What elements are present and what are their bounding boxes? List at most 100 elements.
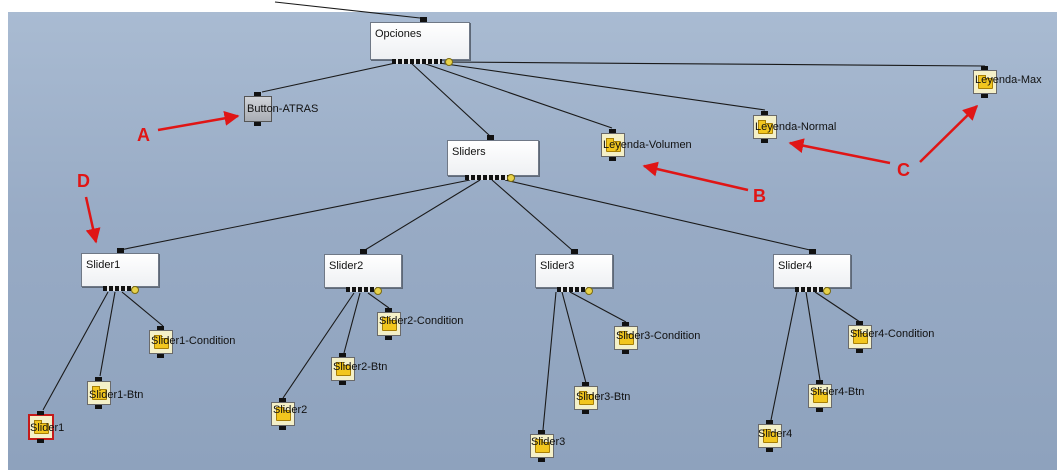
leyenda-volumen-label: Leyenda-Volumen xyxy=(603,139,692,151)
folder-icon xyxy=(92,386,107,400)
folder-icon xyxy=(579,391,594,405)
port-out xyxy=(582,410,589,414)
port-row xyxy=(346,287,376,292)
node-slider2-leaf[interactable] xyxy=(271,398,295,430)
port-row xyxy=(103,286,133,291)
callout-arrow-a xyxy=(157,110,240,132)
folder-icon xyxy=(763,429,778,443)
edge-sliders-slider4 xyxy=(504,179,811,251)
slider2-condition-label: Slider2-Condition xyxy=(379,315,464,327)
folder-icon xyxy=(34,420,49,434)
port-out xyxy=(385,336,392,340)
folder-icon xyxy=(813,389,828,403)
edge-opciones-normal xyxy=(431,61,766,111)
node-label: Slider4 xyxy=(778,260,813,272)
edge-opciones-sliders xyxy=(409,61,491,137)
slider4-btn-label: Slider4-Btn xyxy=(810,386,865,398)
port-out xyxy=(157,354,164,358)
status-dot xyxy=(131,286,139,294)
port-out xyxy=(339,381,346,385)
port-out xyxy=(981,94,988,98)
edge-s3-btn xyxy=(561,291,587,384)
slider2-btn-label: Slider2-Btn xyxy=(333,361,388,373)
port-in xyxy=(609,129,616,133)
leyenda-normal-label: Leyenda-Normal xyxy=(755,121,837,133)
node-label: Sliders xyxy=(452,146,486,158)
port-in xyxy=(816,380,823,384)
edge-s1-cond xyxy=(121,291,164,327)
folder-icon xyxy=(382,317,397,331)
node-slider2-btn[interactable] xyxy=(331,353,355,385)
port-in xyxy=(981,66,988,70)
node-slider1-condition[interactable] xyxy=(149,326,173,358)
node-slider3-condition[interactable] xyxy=(614,322,638,354)
node-leyenda-volumen[interactable] xyxy=(601,129,625,161)
slider1-btn-label: Slider1-Btn xyxy=(89,389,144,401)
callout-arrow-b xyxy=(642,161,749,192)
port-in xyxy=(254,92,261,96)
node-slider4-btn[interactable] xyxy=(808,380,832,412)
node-slider2-condition[interactable] xyxy=(377,308,401,340)
slider2-leaf-label: Slider2 xyxy=(273,404,308,416)
port-in xyxy=(117,248,124,253)
node-slider4-leaf[interactable] xyxy=(758,420,782,452)
folder-icon xyxy=(853,330,868,344)
port-row xyxy=(465,175,509,180)
edge-s2-btn xyxy=(343,292,361,354)
edge-opciones-max xyxy=(443,61,986,67)
edge-sliders-slider2 xyxy=(364,179,481,251)
port-in xyxy=(582,382,589,386)
node-slider1-btn[interactable] xyxy=(87,377,111,409)
callout-arrow-c1 xyxy=(788,138,891,165)
slider3-leaf-label: Slider3 xyxy=(531,436,566,448)
edge-sliders-slider3 xyxy=(491,179,573,251)
port-out xyxy=(622,350,629,354)
node-slider1-leaf[interactable] xyxy=(28,411,54,443)
node-label: Slider3 xyxy=(540,260,575,272)
edge-top-in xyxy=(274,1,421,19)
folder-icon xyxy=(978,75,993,89)
edge-s4-leaf xyxy=(770,291,798,421)
folder-icon xyxy=(336,362,351,376)
slider4-leaf-label: Slider4 xyxy=(758,428,793,440)
edge-opciones-volumen xyxy=(419,61,613,129)
status-dot xyxy=(507,174,515,182)
port-in xyxy=(571,249,578,254)
port-in xyxy=(360,249,367,254)
port-in xyxy=(809,249,816,254)
slider3-btn-label: Slider3-Btn xyxy=(576,391,631,403)
port-row xyxy=(557,287,587,292)
port-in xyxy=(538,430,545,434)
port-out xyxy=(254,122,261,126)
node-label: Slider2 xyxy=(329,260,364,272)
port-out xyxy=(609,157,616,161)
port-in xyxy=(37,411,44,415)
port-out xyxy=(761,139,768,143)
node-label: Slider1 xyxy=(86,259,121,271)
node-slider3-btn[interactable] xyxy=(574,382,598,414)
edge-s3-leaf xyxy=(542,291,557,431)
port-out xyxy=(279,426,286,430)
node-slider3-leaf[interactable] xyxy=(530,430,554,462)
port-row xyxy=(795,287,825,292)
port-out xyxy=(856,349,863,353)
leyenda-max-label: Leyenda-Max xyxy=(975,74,1042,86)
node-slider4-condition[interactable] xyxy=(848,321,872,353)
port-in xyxy=(339,353,346,357)
port-out xyxy=(37,439,44,443)
folder-icon xyxy=(154,335,169,349)
node-leyenda-normal[interactable] xyxy=(753,111,777,143)
edge-s1-leaf xyxy=(42,291,109,411)
edge-s2-cond xyxy=(367,292,390,309)
port-in xyxy=(385,308,392,312)
node-leyenda-max[interactable] xyxy=(973,66,997,98)
node-label: Opciones xyxy=(375,28,422,40)
node-button-atras[interactable] xyxy=(244,92,272,126)
callout-d: D xyxy=(77,171,90,191)
edge-s1-btn xyxy=(99,291,116,377)
folder-icon xyxy=(619,331,634,345)
port-in xyxy=(95,377,102,381)
status-dot xyxy=(823,287,831,295)
